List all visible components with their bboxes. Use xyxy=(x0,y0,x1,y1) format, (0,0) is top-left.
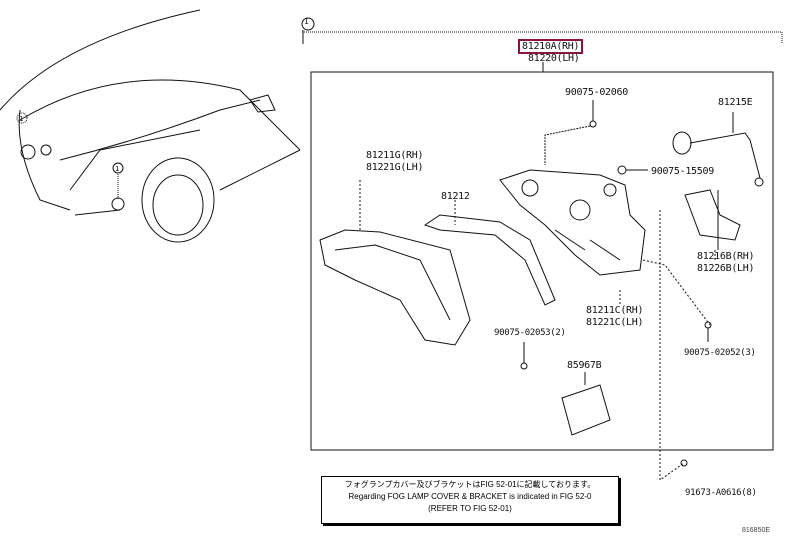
part-label-housing-rh[interactable]: 81211C(RH) xyxy=(586,305,644,316)
part-label-assembly-rh[interactable]: 81210A(RH) xyxy=(517,39,584,54)
part-label-housing-lh[interactable]: 81221C(LH) xyxy=(586,317,644,328)
part-label-gasket[interactable]: 81212 xyxy=(441,191,470,202)
figure-code: 816850E xyxy=(742,527,771,534)
fog-cover xyxy=(319,229,471,346)
svg-text:1: 1 xyxy=(115,165,119,173)
note-line-ref: (REFER TO FIG 52-01) xyxy=(428,504,512,513)
part-label-screw-right[interactable]: 90075-02052(3) xyxy=(684,348,756,358)
car-front-illustration: 1 1 xyxy=(0,9,301,243)
part-label-bulb[interactable]: 81215E xyxy=(718,97,753,108)
svg-text:1: 1 xyxy=(19,115,23,123)
part-label-bolt-top[interactable]: 90075-02060 xyxy=(565,87,628,98)
part-label-clip[interactable]: 91673-A0616(8) xyxy=(685,488,757,498)
module xyxy=(561,372,611,436)
part-label-screw-left[interactable]: 90075-02053(2) xyxy=(494,328,566,338)
frame-lines xyxy=(301,17,783,451)
lamp-housing xyxy=(499,169,646,276)
reference-note: フォグランプカバー及びブラケットはFIG 52-01に記載しております。 Reg… xyxy=(321,476,619,524)
small-fasteners xyxy=(520,100,712,467)
bulb xyxy=(672,112,764,187)
part-label-bracket-lh[interactable]: 81226B(LH) xyxy=(697,263,755,274)
bracket xyxy=(684,189,741,250)
callout-marker: 1 xyxy=(304,17,309,26)
part-label-nut[interactable]: 90075-15509 xyxy=(651,166,714,177)
part-label-assembly-lh[interactable]: 81220(LH) xyxy=(528,53,580,64)
note-line-en: Regarding FOG LAMP COVER & BRACKET is in… xyxy=(348,492,592,501)
part-label-cover-lh[interactable]: 81221G(LH) xyxy=(366,162,424,173)
leader-lines xyxy=(359,180,716,481)
part-label-bracket-rh[interactable]: 81216B(RH) xyxy=(697,251,755,262)
part-label-cover-rh[interactable]: 81211G(RH) xyxy=(366,150,424,161)
part-label-module[interactable]: 85967B xyxy=(567,360,602,371)
note-line-jp: フォグランプカバー及びブラケットはFIG 52-01に記載しております。 xyxy=(344,480,596,489)
gasket-outline xyxy=(423,214,556,306)
